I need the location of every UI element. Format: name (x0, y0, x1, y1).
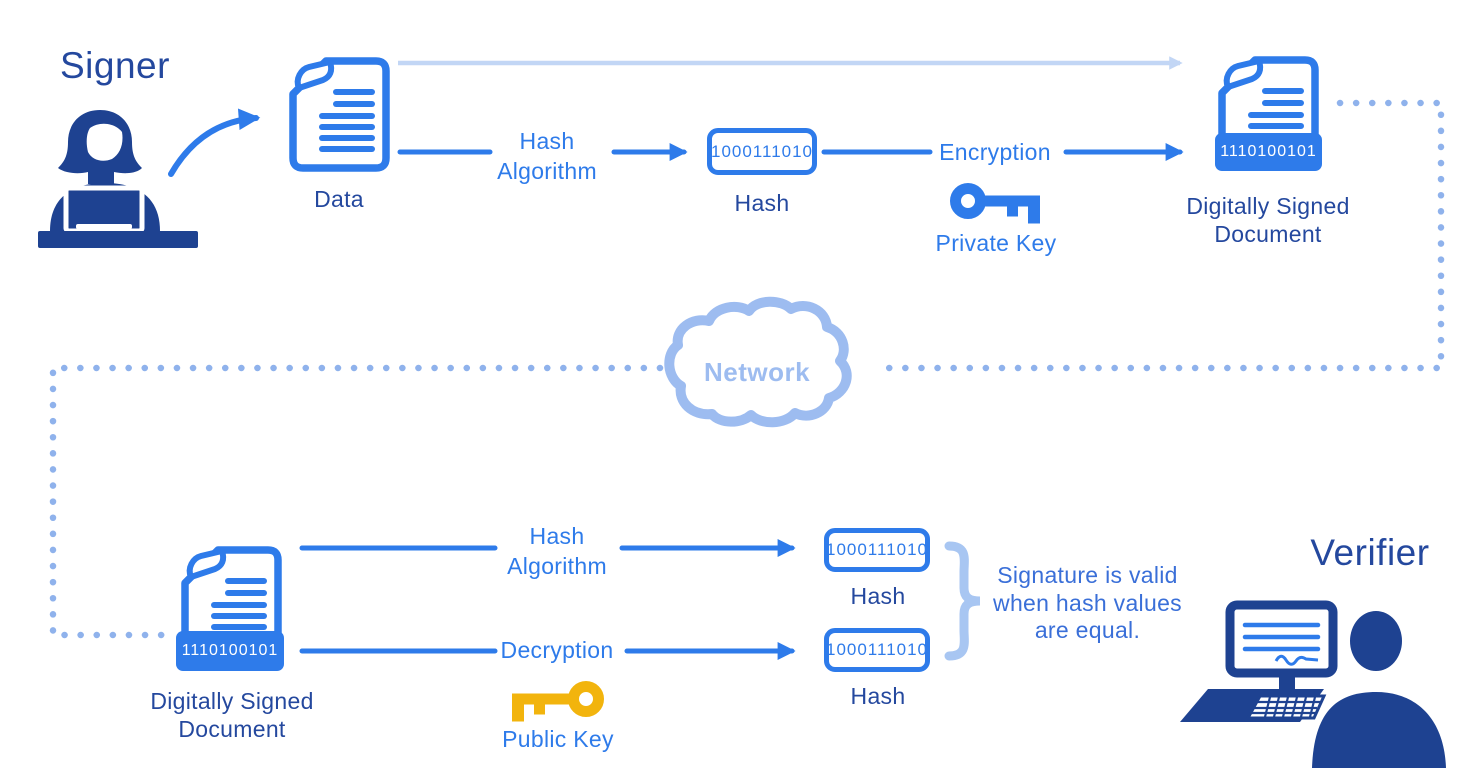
validity-note-line2: when hash values (993, 589, 1182, 616)
validity-note-line3: are equal. (1034, 617, 1141, 644)
dotted-path-right (873, 99, 1445, 372)
public-key-icon (512, 681, 604, 722)
hash-label-top: Hash (734, 190, 790, 216)
verifier-title: Verifier (1310, 532, 1430, 573)
encryption-label: Encryption (939, 139, 1051, 165)
validity-note-line1: Signature is valid (997, 562, 1178, 588)
private-key-label: Private Key (935, 230, 1057, 256)
hash-label-verify-top: Hash (850, 583, 906, 609)
hash-algorithm-line1-top: Hash (519, 128, 575, 154)
signer-person-icon (38, 110, 198, 248)
hash-value-box-top: 1000111010 (707, 128, 817, 175)
decryption-label: Decryption (500, 637, 614, 663)
hash-algorithm-label-top: Hash Algorithm (462, 126, 632, 186)
network-label: Network (703, 357, 811, 387)
private-key-icon (950, 183, 1040, 224)
signer-title: Signer (60, 45, 170, 86)
hash-algorithm-line1-bottom: Hash (529, 523, 585, 549)
hash-value-box-verify-top: 1000111010 (824, 528, 930, 572)
comparison-brace (944, 541, 981, 661)
signed-doc-label-bottom-line2: Document (178, 716, 286, 742)
public-key-label: Public Key (502, 726, 614, 752)
signed-doc-label-bottom-line1: Digitally Signed (150, 688, 314, 714)
hash-label-verify-bottom: Hash (850, 683, 906, 709)
signature-validity-note: Signature is valid when hash values are … (965, 562, 1210, 645)
hash-value-box-verify-bottom: 1000111010 (824, 628, 930, 672)
signed-doc-band-bottom: 1110100101 (176, 631, 284, 671)
signed-doc-label-top: Digitally Signed Document (1168, 192, 1368, 248)
network-cloud-icon (664, 296, 852, 428)
hash-algorithm-label-bottom: Hash Algorithm (472, 521, 642, 581)
signed-doc-band-top: 1110100101 (1215, 133, 1322, 171)
data-document-icon (293, 61, 386, 168)
hash-algorithm-line2-bottom: Algorithm (507, 553, 607, 579)
hash-algorithm-line2-top: Algorithm (497, 158, 597, 184)
signed-doc-label-top-line1: Digitally Signed (1186, 193, 1350, 219)
verifier-person-icon (1180, 600, 1446, 768)
signed-doc-label-top-line2: Document (1214, 221, 1322, 247)
signer-to-data-arrow (168, 108, 261, 177)
signed-doc-label-bottom: Digitally Signed Document (132, 687, 332, 743)
dotted-path-left (49, 364, 664, 639)
data-doc-label: Data (314, 186, 364, 212)
